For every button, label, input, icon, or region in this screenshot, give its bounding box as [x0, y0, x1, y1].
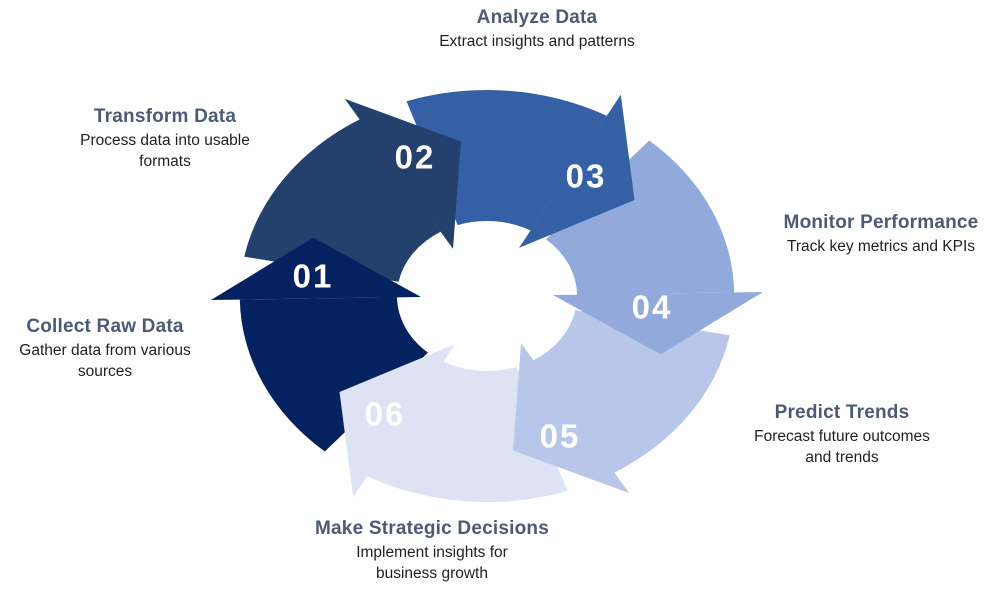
label-title: Predict Trends	[774, 402, 910, 423]
label-title: Collect Raw Data	[26, 316, 184, 337]
arrow-03	[406, 89, 635, 248]
step-number-04: 04	[631, 288, 673, 326]
label-title: Analyze Data	[476, 7, 598, 28]
label-title: Transform Data	[93, 106, 237, 127]
label-desc: Track key metrics and KPIs	[786, 238, 976, 255]
step-number-01: 01	[292, 257, 334, 295]
arrow-02	[244, 98, 461, 282]
step-number-06: 06	[364, 395, 406, 433]
step-number-02: 02	[394, 138, 436, 176]
label-title: Make Strategic Decisions	[315, 518, 549, 539]
arrow-01-head	[211, 237, 421, 300]
label-desc: Process data into usable formats	[80, 132, 250, 170]
arrow-06	[339, 344, 568, 503]
label-predict-trends: Predict Trends Forecast future outcomes …	[722, 402, 962, 469]
label-desc: Forecast future outcomes and trends	[754, 428, 930, 466]
label-make-strategic-decisions: Make Strategic Decisions Implement insig…	[292, 518, 572, 585]
label-title: Monitor Performance	[783, 212, 979, 233]
label-desc: Implement insights for business growth	[356, 544, 508, 582]
arrow-05	[513, 310, 730, 494]
label-desc: Extract insights and patterns	[439, 33, 635, 50]
label-analyze-data: Analyze Data Extract insights and patter…	[387, 7, 687, 53]
step-number-05: 05	[539, 417, 581, 455]
label-desc: Gather data from various sources	[19, 342, 191, 380]
step-number-03: 03	[565, 157, 607, 195]
arrow-01-band	[239, 297, 428, 452]
label-monitor-performance: Monitor Performance Track key metrics an…	[756, 212, 1000, 258]
label-transform-data: Transform Data Process data into usable …	[45, 106, 285, 173]
label-collect-raw-data: Collect Raw Data Gather data from variou…	[0, 316, 210, 383]
